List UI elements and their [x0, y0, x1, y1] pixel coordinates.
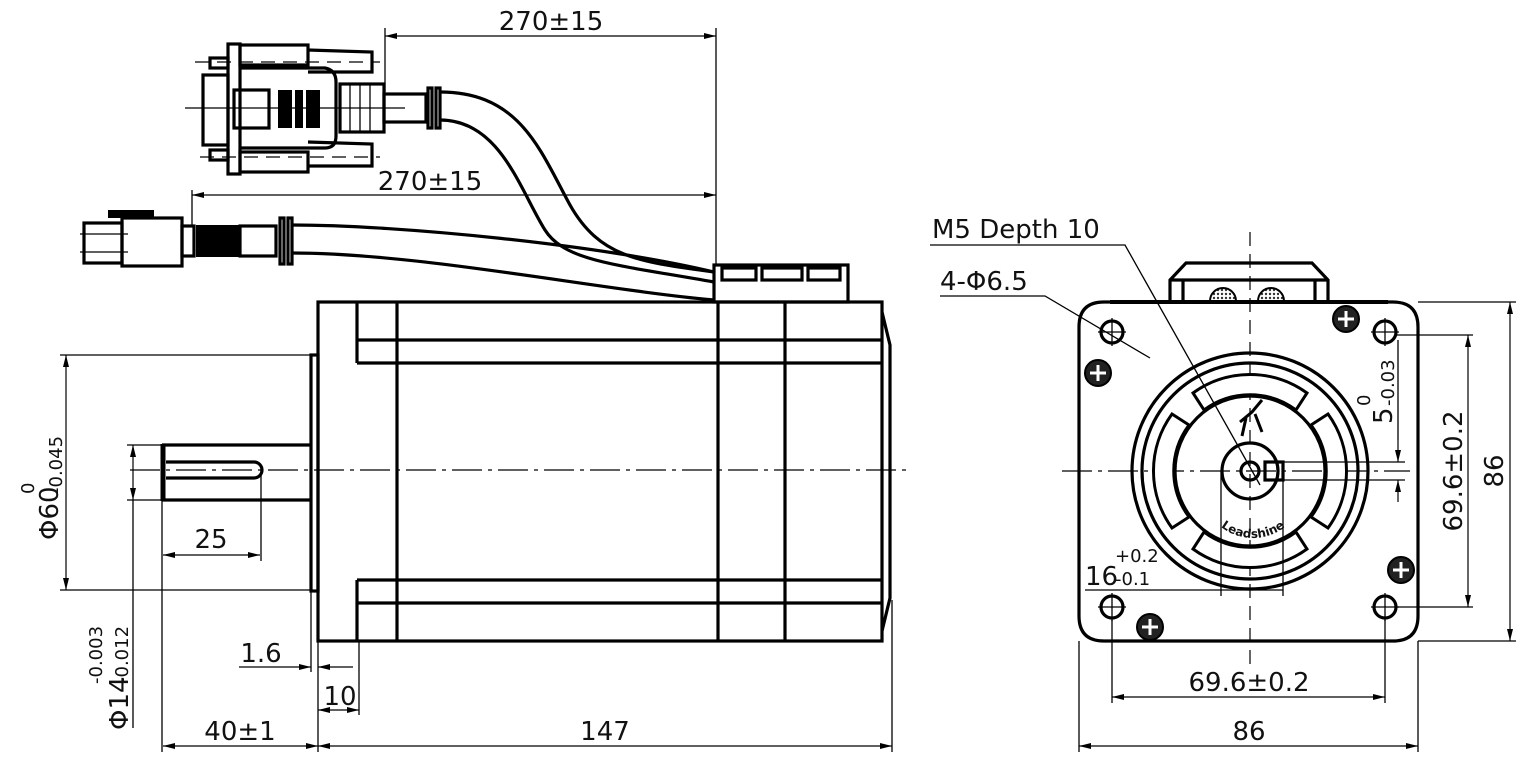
shaft — [160, 443, 311, 502]
dim-frame-horizontal: 86 — [1078, 641, 1419, 752]
dim-shaft-key-length: 25 — [161, 470, 262, 752]
motor-frame — [1077, 300, 1420, 643]
dim-frame-vertical: 86 — [1418, 301, 1516, 642]
dim-flange-thickness: 10 — [318, 641, 360, 715]
key-width-label: 5 — [1369, 407, 1399, 424]
hole-spacing-vertical-label: 69.6±0.2 — [1439, 410, 1469, 531]
mounting-hole — [1098, 318, 1126, 346]
brand-logo-icon: Leadshine — [1219, 399, 1287, 541]
key-length-label: 25 — [194, 525, 227, 555]
mounting-hole — [1371, 318, 1399, 346]
cable-outlet-box — [712, 263, 850, 304]
dim-key-width: 5 0 -0.03 — [1283, 340, 1405, 502]
mounting-holes-note: 4-Φ6.5 — [940, 267, 1028, 297]
screw-icon — [1332, 305, 1360, 333]
hole-spacing-horizontal-label: 69.6±0.2 — [1188, 668, 1309, 698]
tapped-hole-callout: M5 Depth 10 — [930, 215, 1261, 486]
dim-encoder-cable: 270±15 — [384, 7, 717, 265]
cables — [291, 90, 715, 302]
shaft-key — [1263, 460, 1285, 482]
power-connector — [80, 210, 294, 268]
screw-icon — [1136, 613, 1164, 641]
shaft-end — [1239, 460, 1261, 482]
dim-pilot-diameter: Φ60 0 -0.045 — [18, 354, 311, 591]
shaft-keyway — [166, 460, 264, 480]
pilot-diameter-lower-tol: -0.045 — [46, 436, 67, 494]
pilot-diameter-label: Φ60 — [35, 486, 65, 540]
shaft-diameter-label: Φ14 — [105, 676, 135, 730]
motor-body — [316, 300, 892, 643]
dim-key-height: 16 +0.2 -0.1 — [1085, 471, 1284, 596]
side-view: 270±15 270±15 Φ60 0 -0.045 Φ14 -0.003 — [18, 7, 912, 752]
flange-thickness-label: 10 — [323, 682, 356, 712]
shaft-extension-label: 40±1 — [204, 717, 275, 747]
screw-icon — [1387, 556, 1415, 584]
dim-shaft-extension: 40±1 — [163, 717, 318, 749]
dim-shaft-diameter: Φ14 -0.003 -0.012 — [86, 444, 162, 730]
front-flange: Leadshine — [1130, 351, 1370, 591]
dim-power-cable: 270±15 — [191, 167, 716, 226]
cover-screws — [1084, 305, 1415, 641]
top-connector — [1168, 261, 1330, 302]
key-width-upper-tol: 0 — [1354, 395, 1375, 406]
key-height-lower-tol: -0.1 — [1115, 569, 1150, 590]
pilot-diameter-upper-tol: 0 — [18, 483, 39, 494]
key-height-label: 16 — [1085, 562, 1118, 592]
dim-hole-spacing-vertical: 69.6±0.2 — [1395, 334, 1473, 608]
key-width-lower-tol: -0.03 — [1378, 359, 1399, 406]
frame-vertical-label: 86 — [1480, 454, 1510, 487]
dim-hole-spacing-horizontal: 69.6±0.2 — [1111, 620, 1386, 703]
mounting-hole — [1098, 593, 1126, 621]
dim-body-length: 147 — [318, 600, 893, 752]
frame-horizontal-label: 86 — [1232, 717, 1265, 747]
brand-logo-text: Leadshine — [1219, 518, 1287, 541]
encoder-db-connector — [185, 42, 442, 176]
shaft-hub — [1220, 441, 1280, 501]
front-view: Leadshine M5 Depth 10 4-Φ6.5 5 0 -0.03 — [930, 215, 1516, 752]
encoder-cable-length-label: 270±15 — [499, 7, 604, 37]
mounting-holes — [1098, 318, 1399, 621]
key-height-upper-tol: +0.2 — [1115, 546, 1159, 567]
mounting-hole-callout: 4-Φ6.5 — [940, 267, 1151, 359]
screw-icon — [1084, 359, 1112, 387]
body-length-label: 147 — [580, 717, 630, 747]
pilot-flange — [309, 353, 320, 593]
shaft-diameter-lower-tol: -0.012 — [112, 626, 133, 684]
tapped-hole-note: M5 Depth 10 — [932, 215, 1100, 245]
flange-step-label: 1.6 — [240, 639, 281, 669]
power-cable-length-label: 270±15 — [378, 167, 483, 197]
dim-flange-step: 1.6 — [239, 591, 353, 752]
mounting-hole — [1371, 593, 1399, 621]
shaft-diameter-upper-tol: -0.003 — [86, 626, 107, 684]
